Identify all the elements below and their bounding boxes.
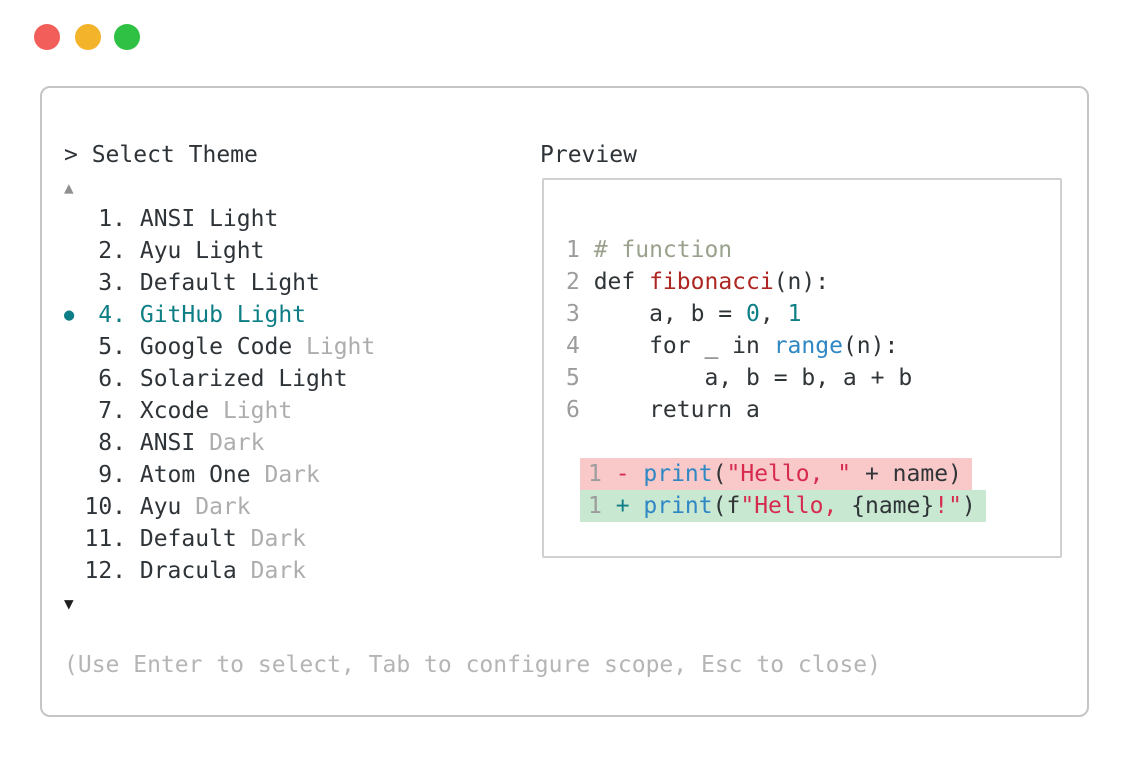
line-number: 5 bbox=[566, 365, 580, 391]
code-line: 3 a, b = 0, 1 bbox=[566, 298, 1060, 330]
theme-variant: Light bbox=[209, 398, 293, 424]
line-number: 1 bbox=[588, 461, 602, 487]
theme-number: 6. bbox=[98, 366, 126, 392]
theme-number: 8. bbox=[98, 430, 126, 456]
theme-name: Ayu bbox=[139, 494, 182, 520]
theme-name: GitHub Light bbox=[139, 302, 307, 328]
window-minimize-button[interactable] bbox=[75, 24, 101, 50]
theme-variant: Dark bbox=[236, 558, 307, 584]
code-token: !" bbox=[934, 493, 962, 519]
line-number: 2 bbox=[566, 269, 580, 295]
theme-variant: Light bbox=[292, 334, 376, 360]
code-token: 1 bbox=[787, 301, 802, 327]
code-token: fibonacci bbox=[649, 269, 774, 295]
theme-variant: Dark bbox=[250, 462, 320, 488]
preview-label: Preview bbox=[540, 142, 637, 168]
theme-name: Atom One bbox=[139, 462, 251, 488]
theme-name: Default bbox=[139, 526, 237, 552]
code-token: print bbox=[643, 461, 713, 487]
code-token: (f bbox=[712, 493, 741, 519]
code-line: 4 for _ in range(n): bbox=[566, 330, 1060, 362]
theme-name: Google Code bbox=[139, 334, 293, 360]
code-token: range bbox=[773, 333, 843, 359]
theme-list-pane: > Select Theme ▲ 1. ANSI Light 2. Ayu Ligh… bbox=[64, 139, 375, 619]
theme-variant: Dark bbox=[236, 526, 307, 552]
theme-selector-window: > Select Theme ▲ 1. ANSI Light 2. Ayu Ligh… bbox=[40, 86, 1089, 717]
theme-number: 3. bbox=[98, 270, 126, 296]
theme-option-dracula-dark[interactable]: 12. Dracula Dark bbox=[64, 555, 375, 587]
code-line: 2 def fibonacci(n): bbox=[566, 266, 1060, 298]
page-title: > Select Theme bbox=[64, 142, 258, 168]
theme-name: ANSI bbox=[139, 430, 196, 456]
code-token: "Hello, bbox=[740, 493, 852, 519]
code-token: (n): bbox=[842, 333, 899, 359]
theme-option-ansi-light[interactable]: 1. ANSI Light bbox=[64, 203, 375, 235]
theme-variant: Dark bbox=[181, 494, 251, 520]
theme-number: 5. bbox=[98, 334, 126, 360]
theme-option-github-light-selected[interactable]: ● 4. GitHub Light bbox=[64, 299, 375, 331]
diff-deleted-highlight: 1- print("Hello, " + name) bbox=[580, 458, 972, 490]
code-token: def bbox=[593, 269, 650, 295]
code-line: 6 return a bbox=[566, 394, 1060, 426]
theme-number: 11. bbox=[84, 526, 127, 552]
diff-plus-sign: + bbox=[615, 493, 644, 519]
scroll-up-icon[interactable]: ▲ bbox=[64, 177, 74, 197]
code-token: ) bbox=[961, 493, 976, 519]
theme-number: 10. bbox=[84, 494, 127, 520]
scroll-down-icon[interactable]: ▼ bbox=[64, 593, 74, 613]
theme-number: 9. bbox=[98, 462, 126, 488]
keyboard-hint: (Use Enter to select, Tab to configure s… bbox=[64, 652, 881, 678]
theme-option-ansi-dark[interactable]: 8. ANSI Dark bbox=[64, 427, 375, 459]
code-token: + name) bbox=[851, 461, 962, 487]
code-token: (n): bbox=[773, 269, 830, 295]
theme-number: 7. bbox=[98, 398, 126, 424]
code-token: for _ in bbox=[593, 333, 774, 359]
line-number: 3 bbox=[566, 301, 580, 327]
code-token: {name} bbox=[851, 493, 935, 519]
theme-option-google-code-light[interactable]: 5. Google Code Light bbox=[64, 331, 375, 363]
selected-bullet-icon: ● bbox=[64, 305, 75, 325]
code-token: 0 bbox=[746, 301, 760, 327]
code-token: a, b = bbox=[593, 301, 747, 327]
theme-name: Ayu Light bbox=[139, 238, 265, 264]
code-token: # function bbox=[593, 237, 733, 263]
diff-added-line: 1 + print(f"Hello, {name}!") bbox=[566, 490, 1060, 522]
theme-option-ayu-dark[interactable]: 10. Ayu Dark bbox=[64, 491, 375, 523]
code-token: , bbox=[759, 301, 788, 327]
diff-minus-sign: - bbox=[615, 461, 644, 487]
code-line: 5 a, b = b, a + b bbox=[566, 362, 1060, 394]
code-line: 1 # function bbox=[566, 234, 1060, 266]
code-token: "Hello, " bbox=[726, 461, 852, 487]
diff-deleted-line: 1- print("Hello, " + name) bbox=[566, 458, 1060, 490]
theme-option-xcode-light[interactable]: 7. Xcode Light bbox=[64, 395, 375, 427]
theme-option-default-dark[interactable]: 11. Default Dark bbox=[64, 523, 375, 555]
theme-number: 1. bbox=[98, 206, 126, 232]
theme-name: ANSI Light bbox=[139, 206, 279, 232]
theme-option-default-light[interactable]: 3. Default Light bbox=[64, 267, 375, 299]
theme-variant: Dark bbox=[195, 430, 265, 456]
theme-number: 4. bbox=[98, 302, 126, 328]
theme-number: 2. bbox=[98, 238, 126, 264]
code-token: a, b = b, a + b bbox=[593, 365, 913, 391]
theme-name: Xcode bbox=[139, 398, 210, 424]
line-number: 1 bbox=[588, 493, 602, 519]
diff-added-highlight: 1 + print(f"Hello, {name}!") bbox=[580, 490, 986, 522]
theme-option-ayu-light[interactable]: 2. Ayu Light bbox=[64, 235, 375, 267]
theme-option-atom-one-dark[interactable]: 9. Atom One Dark bbox=[64, 459, 375, 491]
code-line-blank bbox=[566, 426, 1060, 458]
window-close-button[interactable] bbox=[34, 24, 60, 50]
theme-name: Default Light bbox=[139, 270, 320, 296]
line-number: 4 bbox=[566, 333, 580, 359]
code-token: print bbox=[643, 493, 713, 519]
line-number: 1 bbox=[566, 237, 580, 263]
code-token: return a bbox=[593, 397, 760, 423]
line-number: 6 bbox=[566, 397, 580, 423]
theme-option-solarized-light[interactable]: 6. Solarized Light bbox=[64, 363, 375, 395]
theme-name: Solarized Light bbox=[139, 366, 348, 392]
code-token: ( bbox=[712, 461, 727, 487]
window-zoom-button[interactable] bbox=[114, 24, 140, 50]
theme-number: 12. bbox=[84, 558, 127, 584]
theme-name: Dracula bbox=[139, 558, 237, 584]
